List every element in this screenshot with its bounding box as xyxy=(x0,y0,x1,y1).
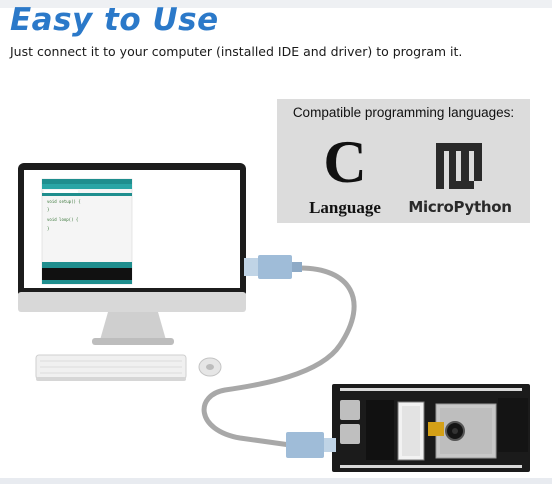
c-language-label: Language xyxy=(309,198,381,217)
ide-code-line: } xyxy=(47,226,50,231)
keyboard xyxy=(35,354,187,381)
page-subtitle: Just connect it to your computer (instal… xyxy=(10,44,463,59)
micropython-logo-icon xyxy=(436,143,482,189)
bottom-band xyxy=(0,478,552,484)
page-title: Easy to Use xyxy=(10,2,219,38)
esp32-board xyxy=(332,384,530,472)
ide-code-line: void setup() { xyxy=(47,199,81,204)
micropython-label: MicroPython xyxy=(408,198,512,216)
usb-cable xyxy=(201,265,357,448)
top-band xyxy=(0,0,552,8)
ide-code-line: void loop() { xyxy=(47,217,79,222)
ide-window xyxy=(41,178,133,285)
mouse xyxy=(198,357,222,377)
ide-code-line: } xyxy=(47,207,50,212)
c-language-logo: C xyxy=(323,129,367,195)
usb-plug-computer xyxy=(244,255,302,279)
languages-title: Compatible programming languages: xyxy=(292,105,515,120)
usb-plug-board xyxy=(286,432,336,458)
languages-panel: Compatible programming languages: xyxy=(277,99,530,223)
